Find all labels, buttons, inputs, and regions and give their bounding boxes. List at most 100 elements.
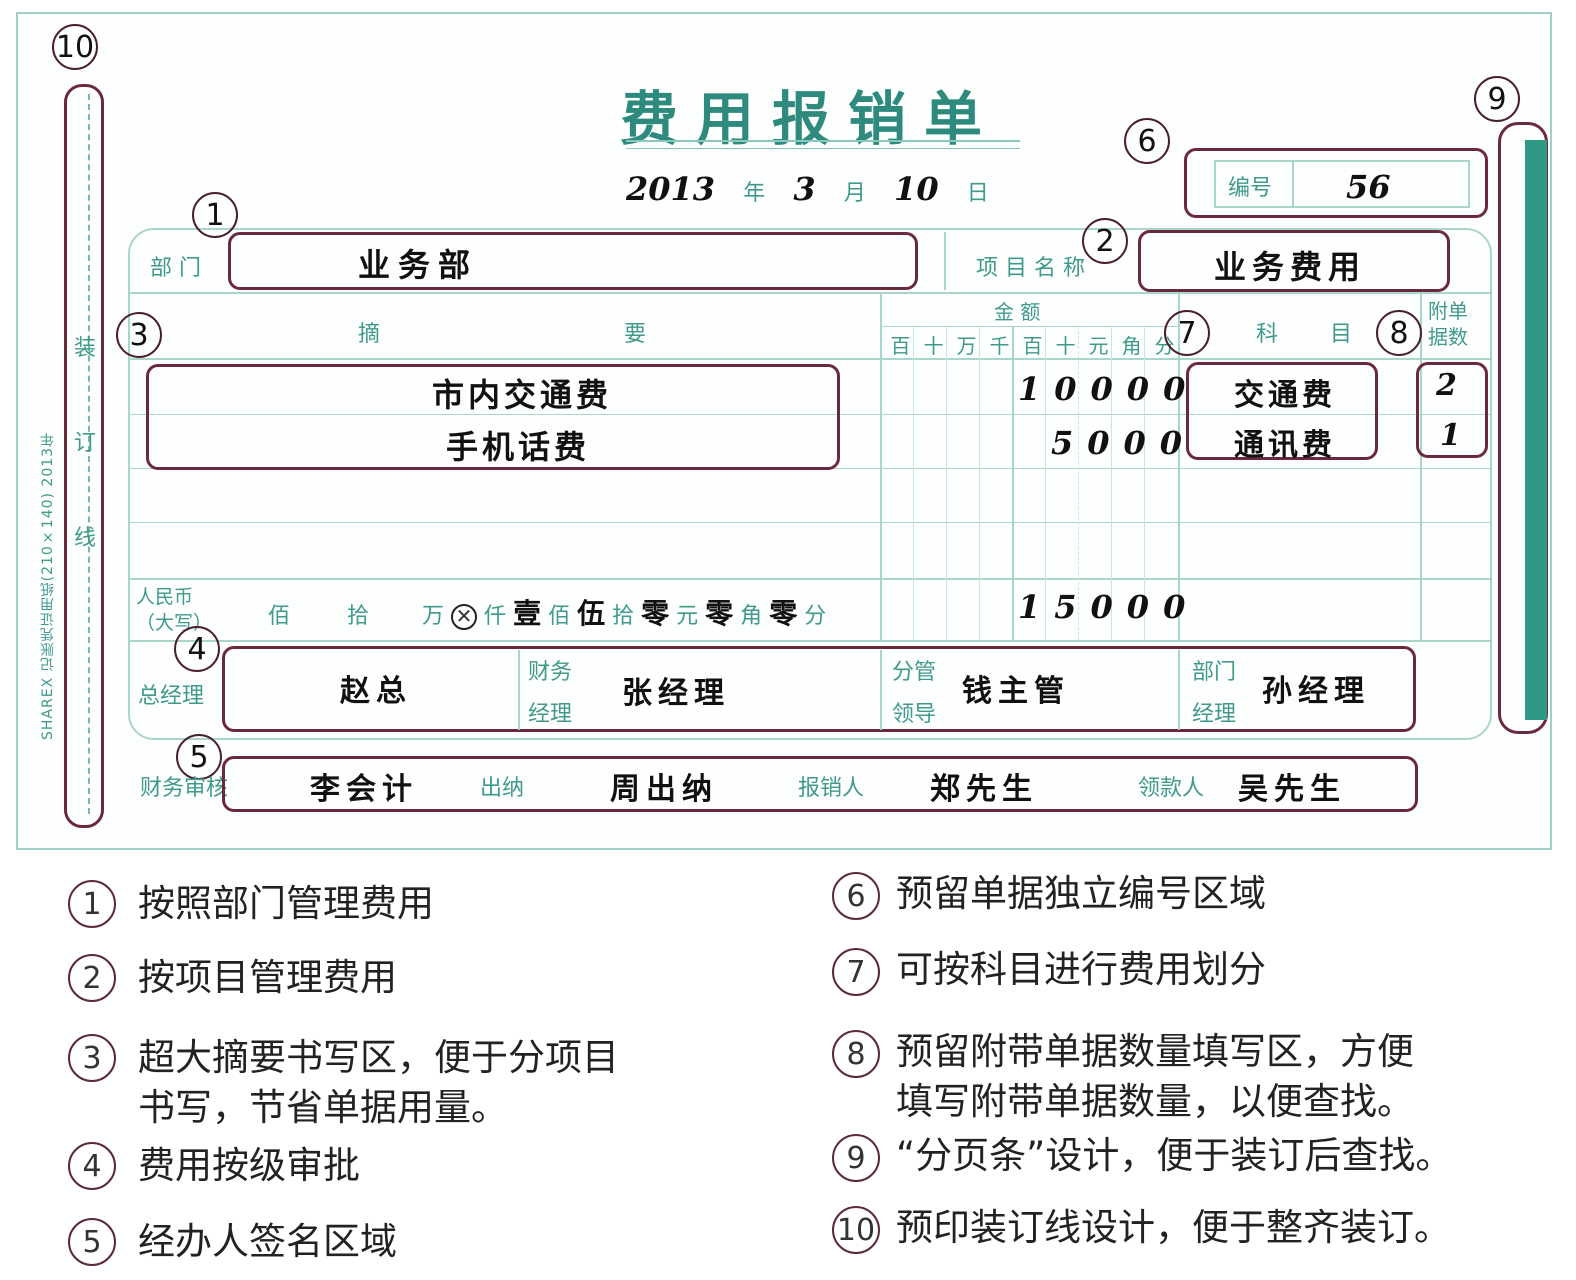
summary-header-b: 要 [624,322,647,347]
date-day-label: 日 [966,181,989,206]
number-value[interactable]: 56 [1346,168,1391,206]
value-yuan: 零 [641,597,670,630]
subject-header-a: 科 [1256,322,1279,347]
binding-dashed-line [88,94,90,814]
lead-label-1: 分管 [892,660,937,685]
legend-text-3b: 书写，节省单据用量。 [138,1086,508,1129]
total-amount[interactable]: 15000 [1018,588,1200,626]
value-bai: 壹 [513,597,542,630]
grid-line [1111,326,1112,640]
grid-line [130,522,1490,523]
payee-label: 领款人 [1138,776,1205,801]
lead-label-2: 领导 [892,702,937,727]
unit-label: 元 [1088,334,1109,358]
subject-box [1186,362,1378,460]
gm-value[interactable]: 赵总 [340,674,412,709]
value-shi: 伍 [577,597,606,630]
cashier-value[interactable]: 周出纳 [610,772,718,807]
unit-label: 万 [956,334,977,358]
row2-summary[interactable]: 手机话费 [446,428,591,466]
legend-marker-8: 8 [832,1030,880,1078]
legend-text-1: 按照部门管理费用 [138,882,434,925]
date-month-label: 月 [843,181,866,206]
audit-value[interactable]: 李会计 [310,772,418,807]
legend-text-3: 超大摘要书写区，便于分项目 [138,1036,619,1079]
dept-mgr-value[interactable]: 孙经理 [1262,674,1370,709]
marker-7: 7 [1164,310,1210,356]
row2-subject[interactable]: 通讯费 [1234,428,1336,463]
grid-line [880,294,882,640]
row1-attach[interactable]: 2 [1436,368,1457,403]
legend-marker-1: 1 [68,880,116,928]
lead-value[interactable]: 钱主管 [962,674,1070,709]
marker-4: 4 [174,626,220,672]
row1-amount[interactable]: 10000 [1018,370,1200,408]
fin-value[interactable]: 张经理 [622,676,730,711]
cross-out-icon: ✕ [451,604,478,630]
unit-label: 百 [890,334,911,358]
row2-amount[interactable]: 5000 [1051,424,1197,462]
attach-box [1416,362,1488,458]
grid-line [1178,294,1180,640]
payee-value[interactable]: 吴先生 [1238,772,1346,807]
legend-marker-10: 10 [832,1206,880,1254]
summary-header-a: 摘 [358,322,381,347]
marker-9: 9 [1474,76,1520,122]
unit-fen: 分 [804,604,827,629]
legend-marker-7: 7 [832,948,880,996]
unit-yuan: 元 [676,604,699,629]
row1-subject[interactable]: 交通费 [1234,378,1336,413]
unit-bai2: 佰 [548,604,571,629]
value-fen: 零 [769,597,798,630]
legend-marker-3: 3 [68,1034,116,1082]
legend-text-8: 预留附带单据数量填写区，方便 [896,1030,1414,1073]
binding-strip-marker [64,84,104,828]
grid-line [946,326,947,640]
number-box [1184,148,1488,218]
dept-box [228,232,918,290]
grid-line [1420,294,1422,640]
grid-line [1078,326,1079,640]
number-inner-box [1214,160,1470,208]
legend-text-7: 可按科目进行费用划分 [896,948,1266,991]
grid-line [1178,650,1180,730]
unit-shi: 拾 [347,604,370,629]
unit-bai: 佰 [268,604,291,629]
approval-box [222,646,1416,732]
main-table [128,228,1492,740]
legend-marker-9: 9 [832,1134,880,1182]
marker-8: 8 [1376,310,1422,356]
legend-marker-4: 4 [68,1142,116,1190]
legend-text-10: 预印装订线设计，便于整齐装订。 [896,1206,1451,1249]
date-year: 2013 [626,170,716,208]
claimant-label: 报销人 [798,776,865,801]
page-tab [1525,140,1547,720]
value-jiao: 零 [705,597,734,630]
row2-attach[interactable]: 1 [1440,418,1461,453]
unit-shi2: 拾 [612,604,635,629]
legend-text-9: “分页条”设计，便于装订后查找。 [896,1134,1453,1177]
unit-jiao: 角 [740,604,763,629]
legend-text-8b: 填写附带单据数量，以便查找。 [896,1080,1414,1123]
grid-line [880,650,882,730]
signer-box [222,756,1418,812]
summary-box [146,364,840,470]
claimant-value[interactable]: 郑先生 [930,772,1038,807]
grid-line [1045,326,1046,640]
grid-line [518,650,520,730]
project-value[interactable]: 业务费用 [1214,248,1367,286]
row1-summary[interactable]: 市内交通费 [432,376,613,414]
unit-label: 角 [1121,334,1142,358]
binding-char-2: 订 [74,431,97,456]
legend-marker-2: 2 [68,954,116,1002]
unit-qian: 仟 [484,604,507,629]
grid-line [882,326,1178,327]
legend-marker-5: 5 [68,1218,116,1266]
legend-text-4: 费用按级审批 [138,1144,360,1187]
amount-header: 金 额 [994,300,1041,324]
dept-value[interactable]: 业务部 [358,246,479,284]
audit-label: 财务审核 [140,776,229,801]
unit-label: 百 [1022,334,1043,358]
expense-form [16,12,1552,850]
amount-units: 百 十 万 千 百 十 元 角 分 [884,330,1181,359]
